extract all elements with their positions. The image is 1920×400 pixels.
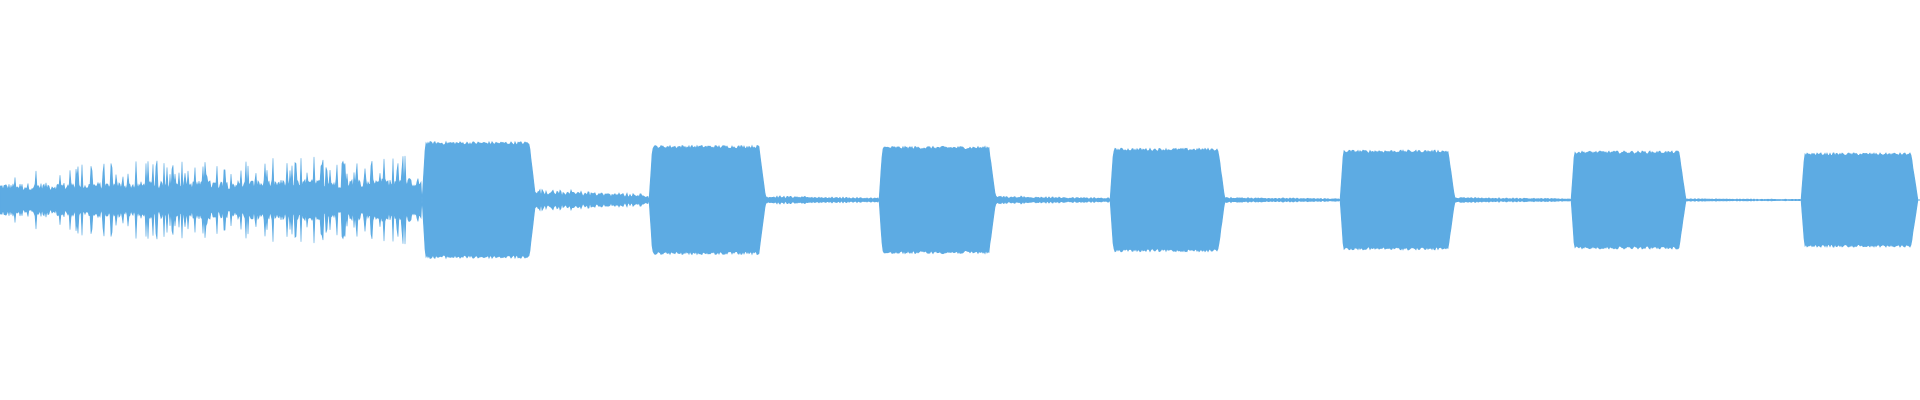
waveform-peaks (0, 140, 1920, 260)
waveform-envelope (0, 140, 1919, 260)
